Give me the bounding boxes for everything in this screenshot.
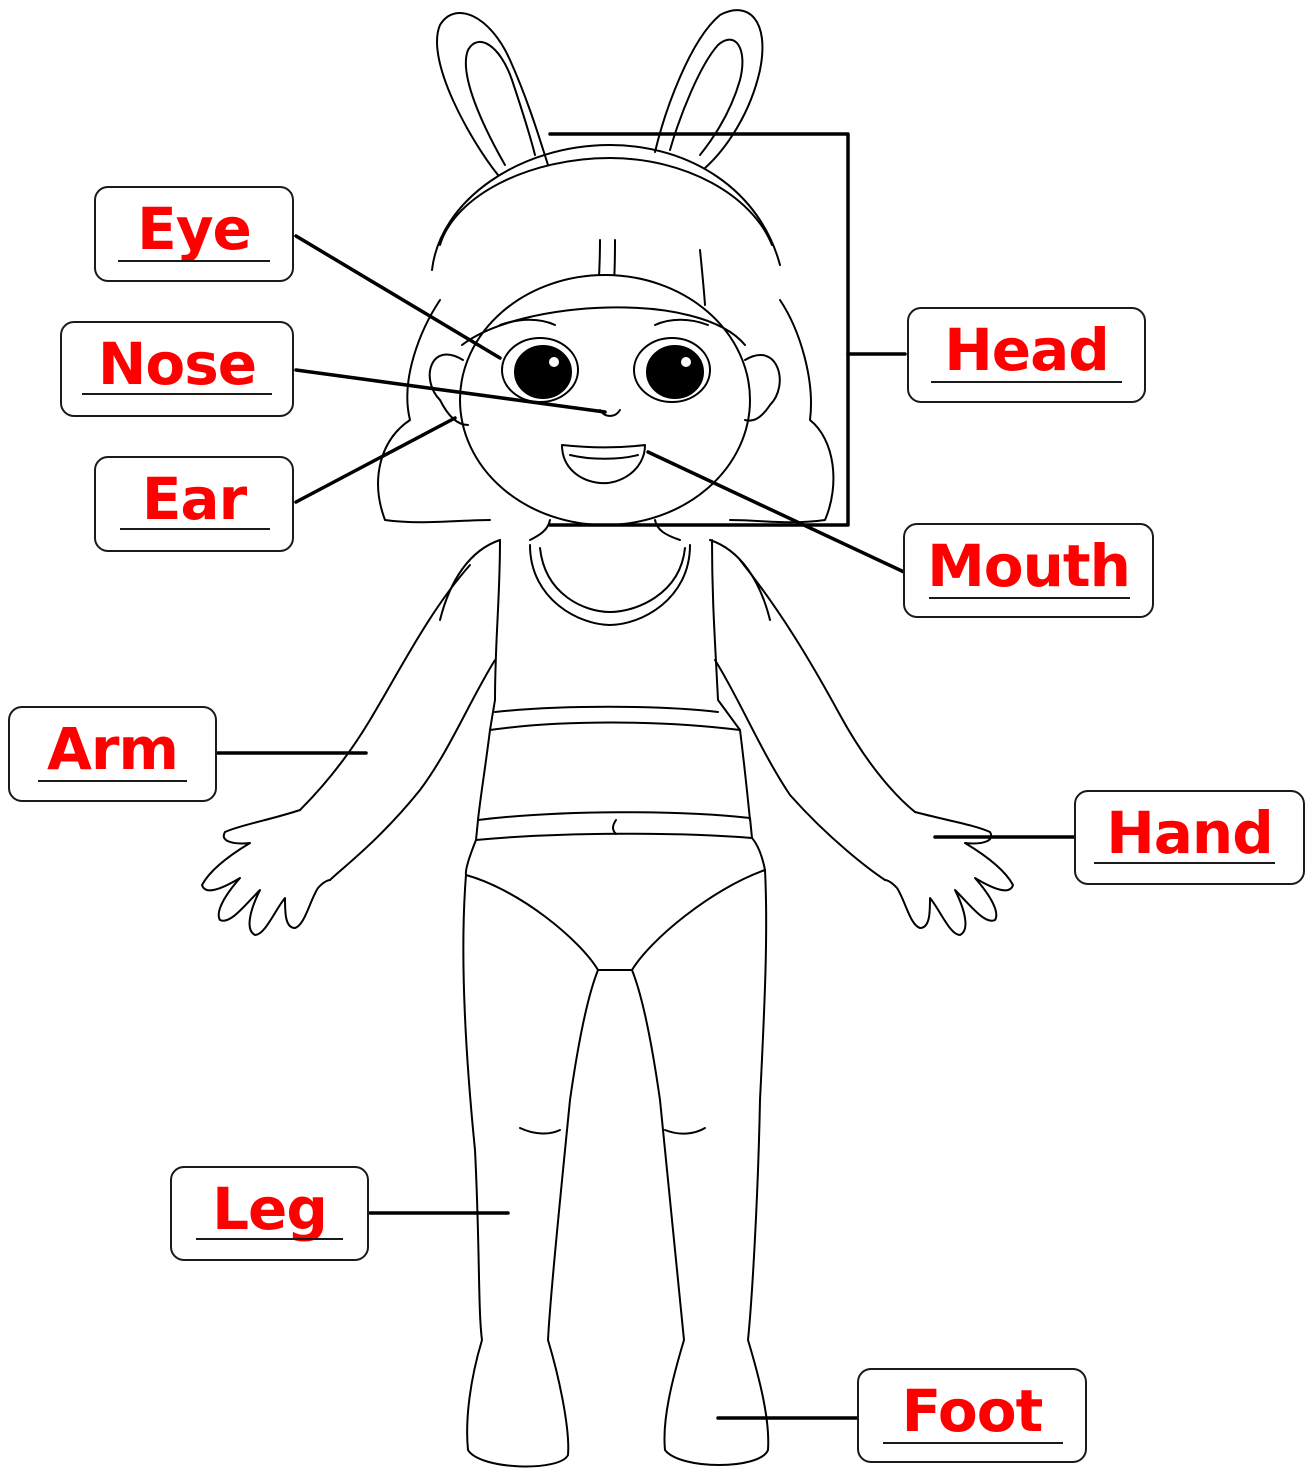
- label-eye-text: Eye: [96, 194, 292, 264]
- label-eye: Eye: [94, 186, 294, 282]
- torso: [440, 520, 770, 970]
- label-arm: Arm: [8, 706, 217, 802]
- label-mouth-underline: [929, 597, 1130, 599]
- label-eye-underline: [118, 260, 270, 262]
- label-arm-underline: [38, 780, 187, 782]
- label-foot-text: Foot: [859, 1376, 1085, 1446]
- legs: [463, 870, 768, 1466]
- label-ear-text: Ear: [96, 464, 292, 534]
- label-mouth-text: Mouth: [905, 531, 1152, 601]
- label-leg: Leg: [170, 1166, 369, 1261]
- label-leg-text: Leg: [172, 1174, 367, 1244]
- label-head-underline: [931, 381, 1122, 383]
- label-nose-text: Nose: [62, 329, 292, 399]
- label-mouth: Mouth: [903, 523, 1154, 618]
- label-nose: Nose: [60, 321, 294, 417]
- bunny-ears: [432, 10, 780, 270]
- label-hand-text: Hand: [1076, 798, 1303, 868]
- label-arm-text: Arm: [10, 714, 215, 784]
- arms: [202, 560, 1013, 935]
- label-foot-underline: [883, 1442, 1063, 1444]
- label-foot: Foot: [857, 1368, 1087, 1463]
- label-nose-underline: [82, 393, 272, 395]
- label-ear-underline: [120, 528, 270, 530]
- label-ear: Ear: [94, 456, 294, 552]
- label-hand-underline: [1094, 862, 1275, 864]
- label-head: Head: [907, 307, 1146, 403]
- label-head-text: Head: [909, 315, 1144, 385]
- label-leg-underline: [196, 1238, 343, 1240]
- label-hand: Hand: [1074, 790, 1305, 885]
